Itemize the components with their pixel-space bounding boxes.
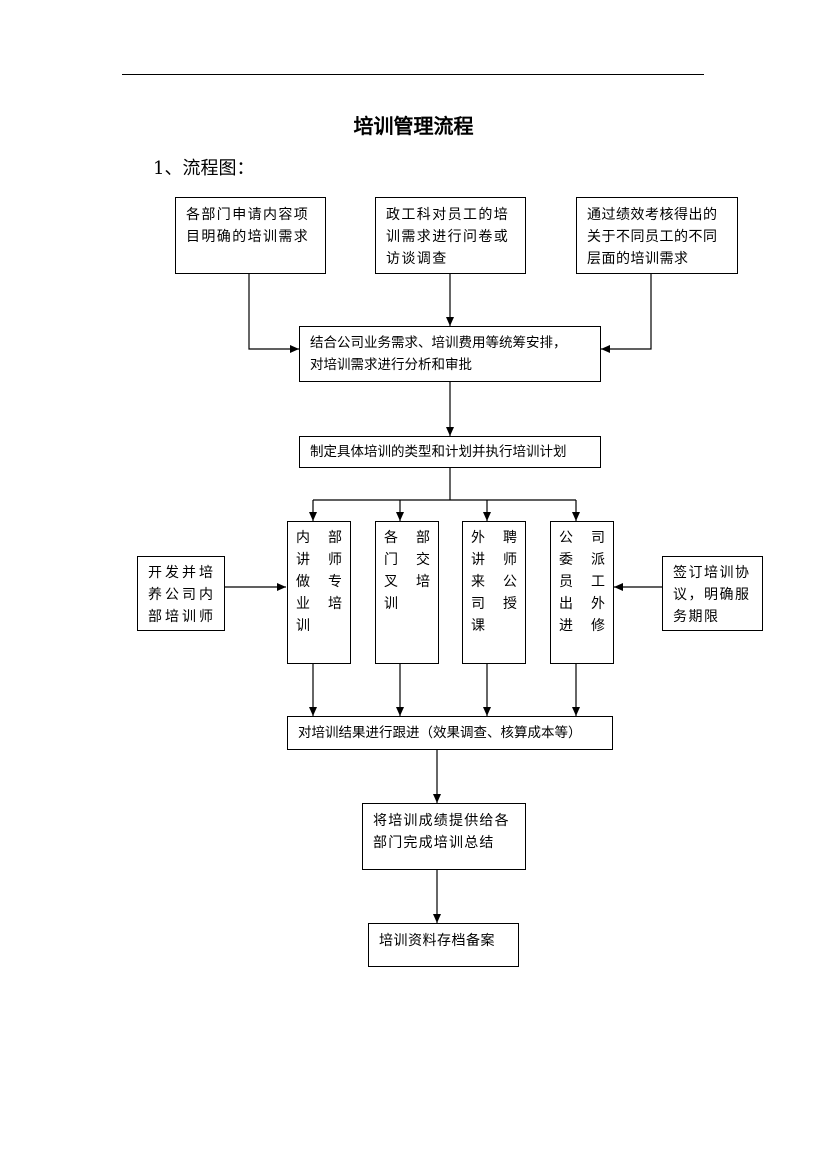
followup-box: 对培训结果进行跟进（效果调查、核算成本等） (287, 716, 613, 750)
plan-box: 制定具体培训的类型和计划并执行培训计划 (299, 436, 601, 468)
type-box-external-lecturer: 外聘 讲师 来公 司授 课 (462, 521, 526, 664)
header-rule (122, 74, 704, 75)
source-box-dept-requests: 各部门申请内容项 目明确的培训需求 (175, 197, 326, 274)
source-box-survey: 政工科对员工的培 训需求进行问卷或 访谈调查 (375, 197, 526, 274)
type-box-external-study: 公司 委派 员工 出外 进修 (550, 521, 614, 664)
right-side-box-agreement: 签订培训协 议，明确服 务期限 (662, 556, 763, 631)
archive-box: 培训资料存档备案 (368, 923, 519, 967)
source-box-performance: 通过绩效考核得出的 关于不同员工的不同 层面的培训需求 (576, 197, 738, 274)
section-heading: 1、流程图： (153, 158, 255, 179)
page-title: 培训管理流程 (353, 114, 474, 138)
left-side-box-trainer-dev: 开发并培 养公司内 部培训师 (137, 556, 225, 631)
connector-source1-analysis (248, 273, 299, 353)
type-box-cross-dept: 各部 门交 叉培 训 (375, 521, 439, 664)
report-box: 将培训成绩提供给各 部门完成培训总结 (362, 803, 526, 870)
type-box-internal-trainer: 内部 讲师 做专 业培 训 (287, 521, 351, 664)
connector-source3-analysis (601, 273, 652, 353)
analysis-box: 结合公司业务需求、培训费用等统筹安排， 对培训需求进行分析和审批 (299, 326, 601, 382)
